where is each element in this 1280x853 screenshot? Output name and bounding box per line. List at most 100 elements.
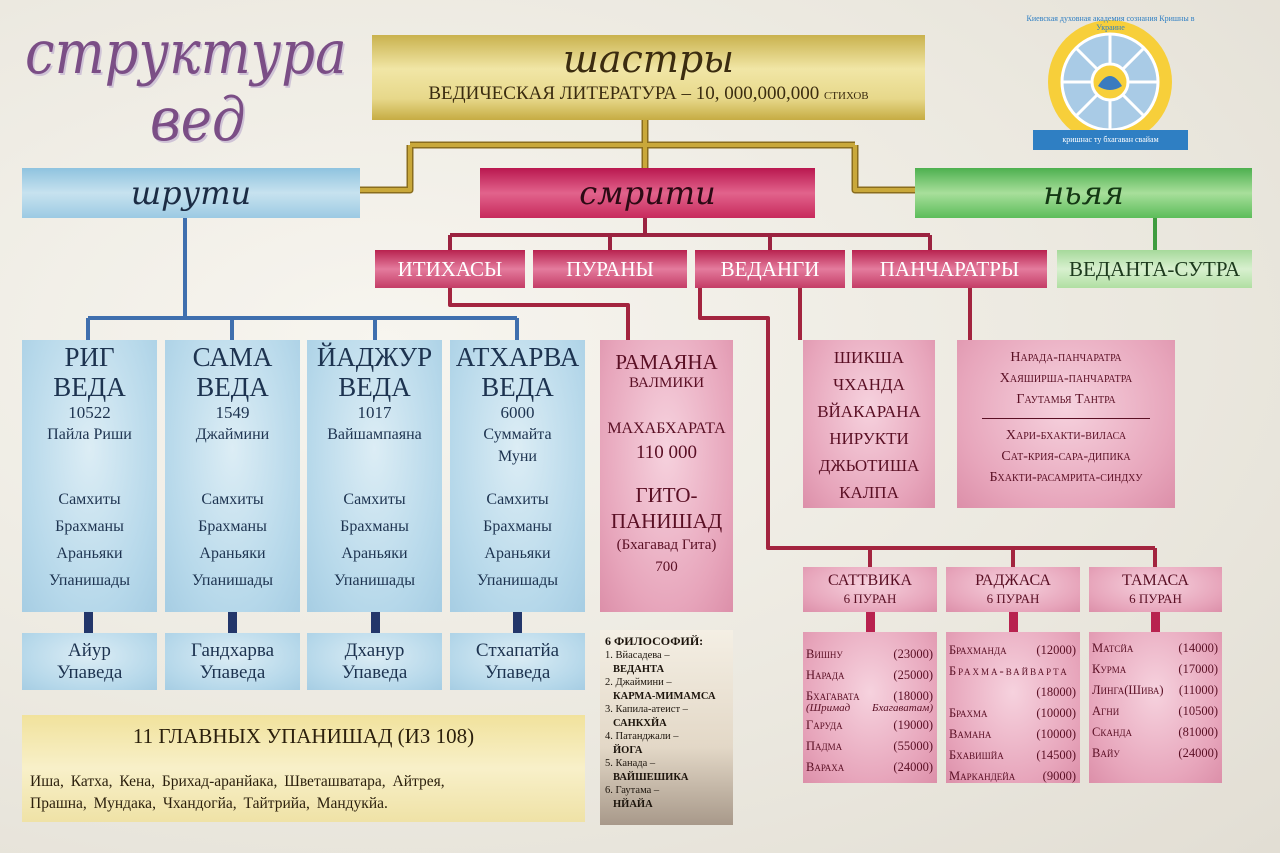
guna-header-tamasa: ТАМАСА 6 ПУРАН xyxy=(1089,567,1222,612)
veda-part: Самхиты xyxy=(343,491,406,508)
veda-part: Упанишады xyxy=(333,572,416,589)
branch-puranas: ПУРАНЫ xyxy=(533,250,687,288)
note-text: (Шримад xyxy=(806,702,851,714)
purana-name: Матсйа xyxy=(1092,641,1134,655)
rajasa-puranas: Брахманда(12000) Брахма-вайварта (18000)… xyxy=(946,632,1080,783)
pancharatra-item: Хаяширша-панчаратра xyxy=(999,371,1133,386)
veda-author: Суммайта xyxy=(483,426,552,443)
purana-verses: (55000) xyxy=(893,739,933,753)
purana-name: Сканда xyxy=(1092,725,1132,739)
poster-title-line2: вед xyxy=(150,85,246,155)
tamasa-puranas: Матсйа(14000) Курма(17000) Линга(Шива)(1… xyxy=(1089,632,1222,783)
guna-count: 6 ПУРАН xyxy=(986,591,1040,606)
philosophy-founder: 6. Гаутама – xyxy=(605,785,660,796)
itihasa-box: РАМАЯНА ВАЛМИКИ МАХАБХАРАТА 110 000 ГИТО… xyxy=(600,340,733,612)
pancharatras-box: Нарада-панчаратра Хаяширша-панчаратра Га… xyxy=(957,340,1175,508)
veda-name: АТХАРВА xyxy=(455,342,580,372)
purana-verses: (10000) xyxy=(1036,706,1076,720)
veda-part: Араньяки xyxy=(56,545,123,562)
guna-name: РАДЖАСА xyxy=(975,572,1051,589)
purana-row: Вамана(10000) xyxy=(949,724,1076,745)
purana-name: Вараха xyxy=(806,760,845,774)
upaveda-label: Упаведа xyxy=(199,662,266,683)
purana-row: Вишну(23000) xyxy=(806,644,933,665)
upaveda-name: Дханур xyxy=(344,640,405,661)
guna-name: САТТВИКА xyxy=(827,572,913,589)
upanishads-list: Иша, Катха, Кена, Брихад-аранйака, Швета… xyxy=(30,773,445,790)
shastra-title: шастры xyxy=(562,37,735,81)
shastra-subtitle: ВЕДИЧЕСКАЯ ЛИТЕРАТУРА – 10, 000,000,000 xyxy=(428,83,820,104)
vedanga-item: ВЙАКАРАНА xyxy=(817,402,921,421)
veda-name: ВЕДА xyxy=(53,372,126,402)
vedanga-item: КАЛПА xyxy=(839,483,899,502)
philosophy-name: ВЕДАНТА xyxy=(613,663,665,675)
upaveda-name: Стхапатйа xyxy=(475,640,560,661)
mahabharata-title: МАХАБХАРАТА xyxy=(607,420,726,437)
purana-name: Падма xyxy=(806,739,843,753)
purana-name: Брахма xyxy=(949,706,988,720)
guna-count: 6 ПУРАН xyxy=(843,591,897,606)
purana-verses: (14500) xyxy=(1036,748,1076,762)
gita-subtitle: (Бхагавад Гита) xyxy=(616,537,717,553)
veda-author: Муни xyxy=(498,448,537,465)
veda-name: ВЕДА xyxy=(481,372,554,402)
veda-part: Араньяки xyxy=(484,545,551,562)
guna-header-rajasa: РАДЖАСА 6 ПУРАН xyxy=(946,567,1080,612)
pancharatra-item: Хари-бхакти-виласа xyxy=(1005,428,1127,443)
ramayana-author: ВАЛМИКИ xyxy=(628,375,705,391)
veda-part: Араньяки xyxy=(199,545,266,562)
veda-part: Брахманы xyxy=(483,518,552,535)
purana-verses: (18000) xyxy=(1036,685,1076,699)
divider xyxy=(982,418,1150,419)
purana-row: Брахманда(12000) xyxy=(949,640,1076,661)
veda-name: ВЕДА xyxy=(196,372,269,402)
vedanga-item: НИРУКТИ xyxy=(829,429,909,448)
pancharatra-item: Сат-крия-сара-дипика xyxy=(1001,449,1131,464)
veda-box-rig: РИГ ВЕДА 10522 Пайла Риши Самхиты Брахма… xyxy=(22,340,157,612)
veda-part: Брахманы xyxy=(55,518,124,535)
veda-author: Вайшампаяна xyxy=(327,426,422,443)
purana-row: (18000) xyxy=(949,682,1076,703)
philosophy-founder: 5. Канада – xyxy=(605,758,656,769)
upaveda-label: Упаведа xyxy=(341,662,408,683)
veda-name: ЙАДЖУР xyxy=(316,342,433,372)
purana-verses: (11000) xyxy=(1178,683,1218,697)
veda-part: Самхиты xyxy=(486,491,549,508)
nyaya-box: ньяя xyxy=(915,168,1252,218)
veda-box-yajur: ЙАДЖУР ВЕДА 1017 Вайшампаяна Самхиты Бра… xyxy=(307,340,442,612)
upaveda-label: Упаведа xyxy=(56,662,123,683)
purana-row: Маркандейа(9000) xyxy=(949,766,1076,787)
philosophy-name: НЙАЙА xyxy=(613,798,653,810)
purana-row: Агни(10500) xyxy=(1092,701,1218,722)
veda-name: РИГ xyxy=(64,342,115,372)
veda-author: Джаймини xyxy=(195,426,270,443)
purana-verses: (14000) xyxy=(1178,641,1218,655)
veda-verse-count: 1017 xyxy=(357,403,392,422)
veda-part: Самхиты xyxy=(201,491,264,508)
purana-row: Нарада(25000) xyxy=(806,665,933,686)
gita-title: ПАНИШАД xyxy=(610,509,723,533)
purana-name: Вамана xyxy=(949,727,992,741)
gita-title: ГИТО- xyxy=(635,483,698,507)
mahabharata-count: 110 000 xyxy=(635,442,698,463)
purana-row: Матсйа (14000) xyxy=(1092,638,1218,659)
purana-row: Падма (55000) xyxy=(806,736,933,757)
upaveda-label: Упаведа xyxy=(484,662,551,683)
purana-row: Вараха(24000) xyxy=(806,757,933,778)
branch-itihasa: ИТИХАСЫ xyxy=(375,250,525,288)
upanishads-title: 11 ГЛАВНЫХ УПАНИШАД (ИЗ 108) xyxy=(132,724,475,748)
branch-vedangas: ВЕДАНГИ xyxy=(695,250,845,288)
logo-arc-text: Киевская духовная академия сознания Криш… xyxy=(1026,14,1195,32)
purana-row: Брахма (10000) xyxy=(949,703,1076,724)
purana-verses: (25000) xyxy=(893,668,933,682)
purana-name: Вишну xyxy=(806,647,843,661)
purana-name: Бхагавата xyxy=(806,689,860,703)
philosophy-name: КАРМА-МИМАМСА xyxy=(613,690,716,702)
purana-row: Гаруда(19000) xyxy=(806,715,933,736)
pancharatra-item: Бхакти-расамрита-синдху xyxy=(989,470,1143,485)
upaveda-name: Айур xyxy=(68,640,111,661)
purana-row: Линга(Шива)(11000) xyxy=(1092,680,1218,701)
purana-row: Брахма-вайварта xyxy=(949,661,1076,682)
